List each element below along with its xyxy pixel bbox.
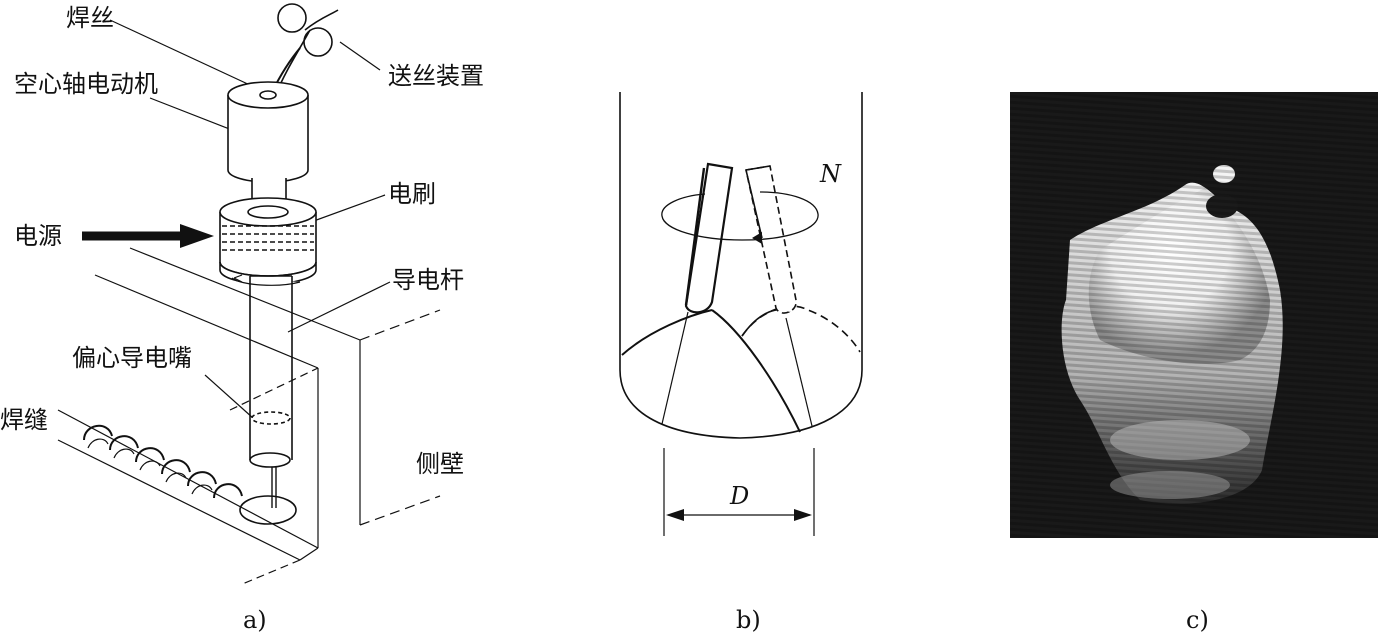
caption-panel-c: c) bbox=[1186, 606, 1209, 634]
caption-panel-b: b) bbox=[736, 606, 761, 634]
label-eccentric-tip: 偏心导电嘴 bbox=[72, 344, 192, 372]
electrode-dashed bbox=[745, 165, 797, 314]
label-side-wall: 侧壁 bbox=[416, 450, 464, 478]
arc-photo bbox=[1010, 92, 1378, 538]
pool-arc-left bbox=[621, 309, 713, 356]
label-weld-seam: 焊缝 bbox=[0, 406, 48, 434]
panel-b-drawing bbox=[619, 92, 863, 536]
panel-a-leaders bbox=[109, 19, 391, 419]
power-arrow bbox=[82, 224, 214, 248]
label-wire-feeder: 送丝装置 bbox=[388, 62, 484, 90]
pool-arc-main bbox=[711, 309, 801, 433]
dimension-d bbox=[663, 448, 815, 536]
groove-outline bbox=[619, 92, 863, 439]
label-welding-wire: 焊丝 bbox=[66, 4, 114, 32]
hollow-shaft-motor bbox=[227, 81, 309, 183]
rotation-ellipse bbox=[661, 191, 819, 241]
caption-panel-a: a) bbox=[243, 606, 267, 634]
weld-bead bbox=[83, 425, 243, 499]
side-wall-outline bbox=[57, 247, 441, 586]
label-brush: 电刷 bbox=[388, 180, 436, 208]
brush-ring bbox=[219, 197, 317, 286]
label-hollow-shaft-motor: 空心轴电动机 bbox=[14, 70, 158, 98]
pool-arc-right bbox=[741, 305, 861, 353]
wire-feeder-rollers bbox=[271, 3, 339, 95]
panel-a-drawing bbox=[57, 3, 441, 586]
label-width-d: D bbox=[730, 482, 750, 510]
label-rotation-n: N bbox=[820, 160, 841, 188]
label-conductive-rod: 导电杆 bbox=[392, 266, 464, 294]
label-power-source: 电源 bbox=[14, 222, 62, 250]
conductive-rod bbox=[239, 275, 297, 525]
